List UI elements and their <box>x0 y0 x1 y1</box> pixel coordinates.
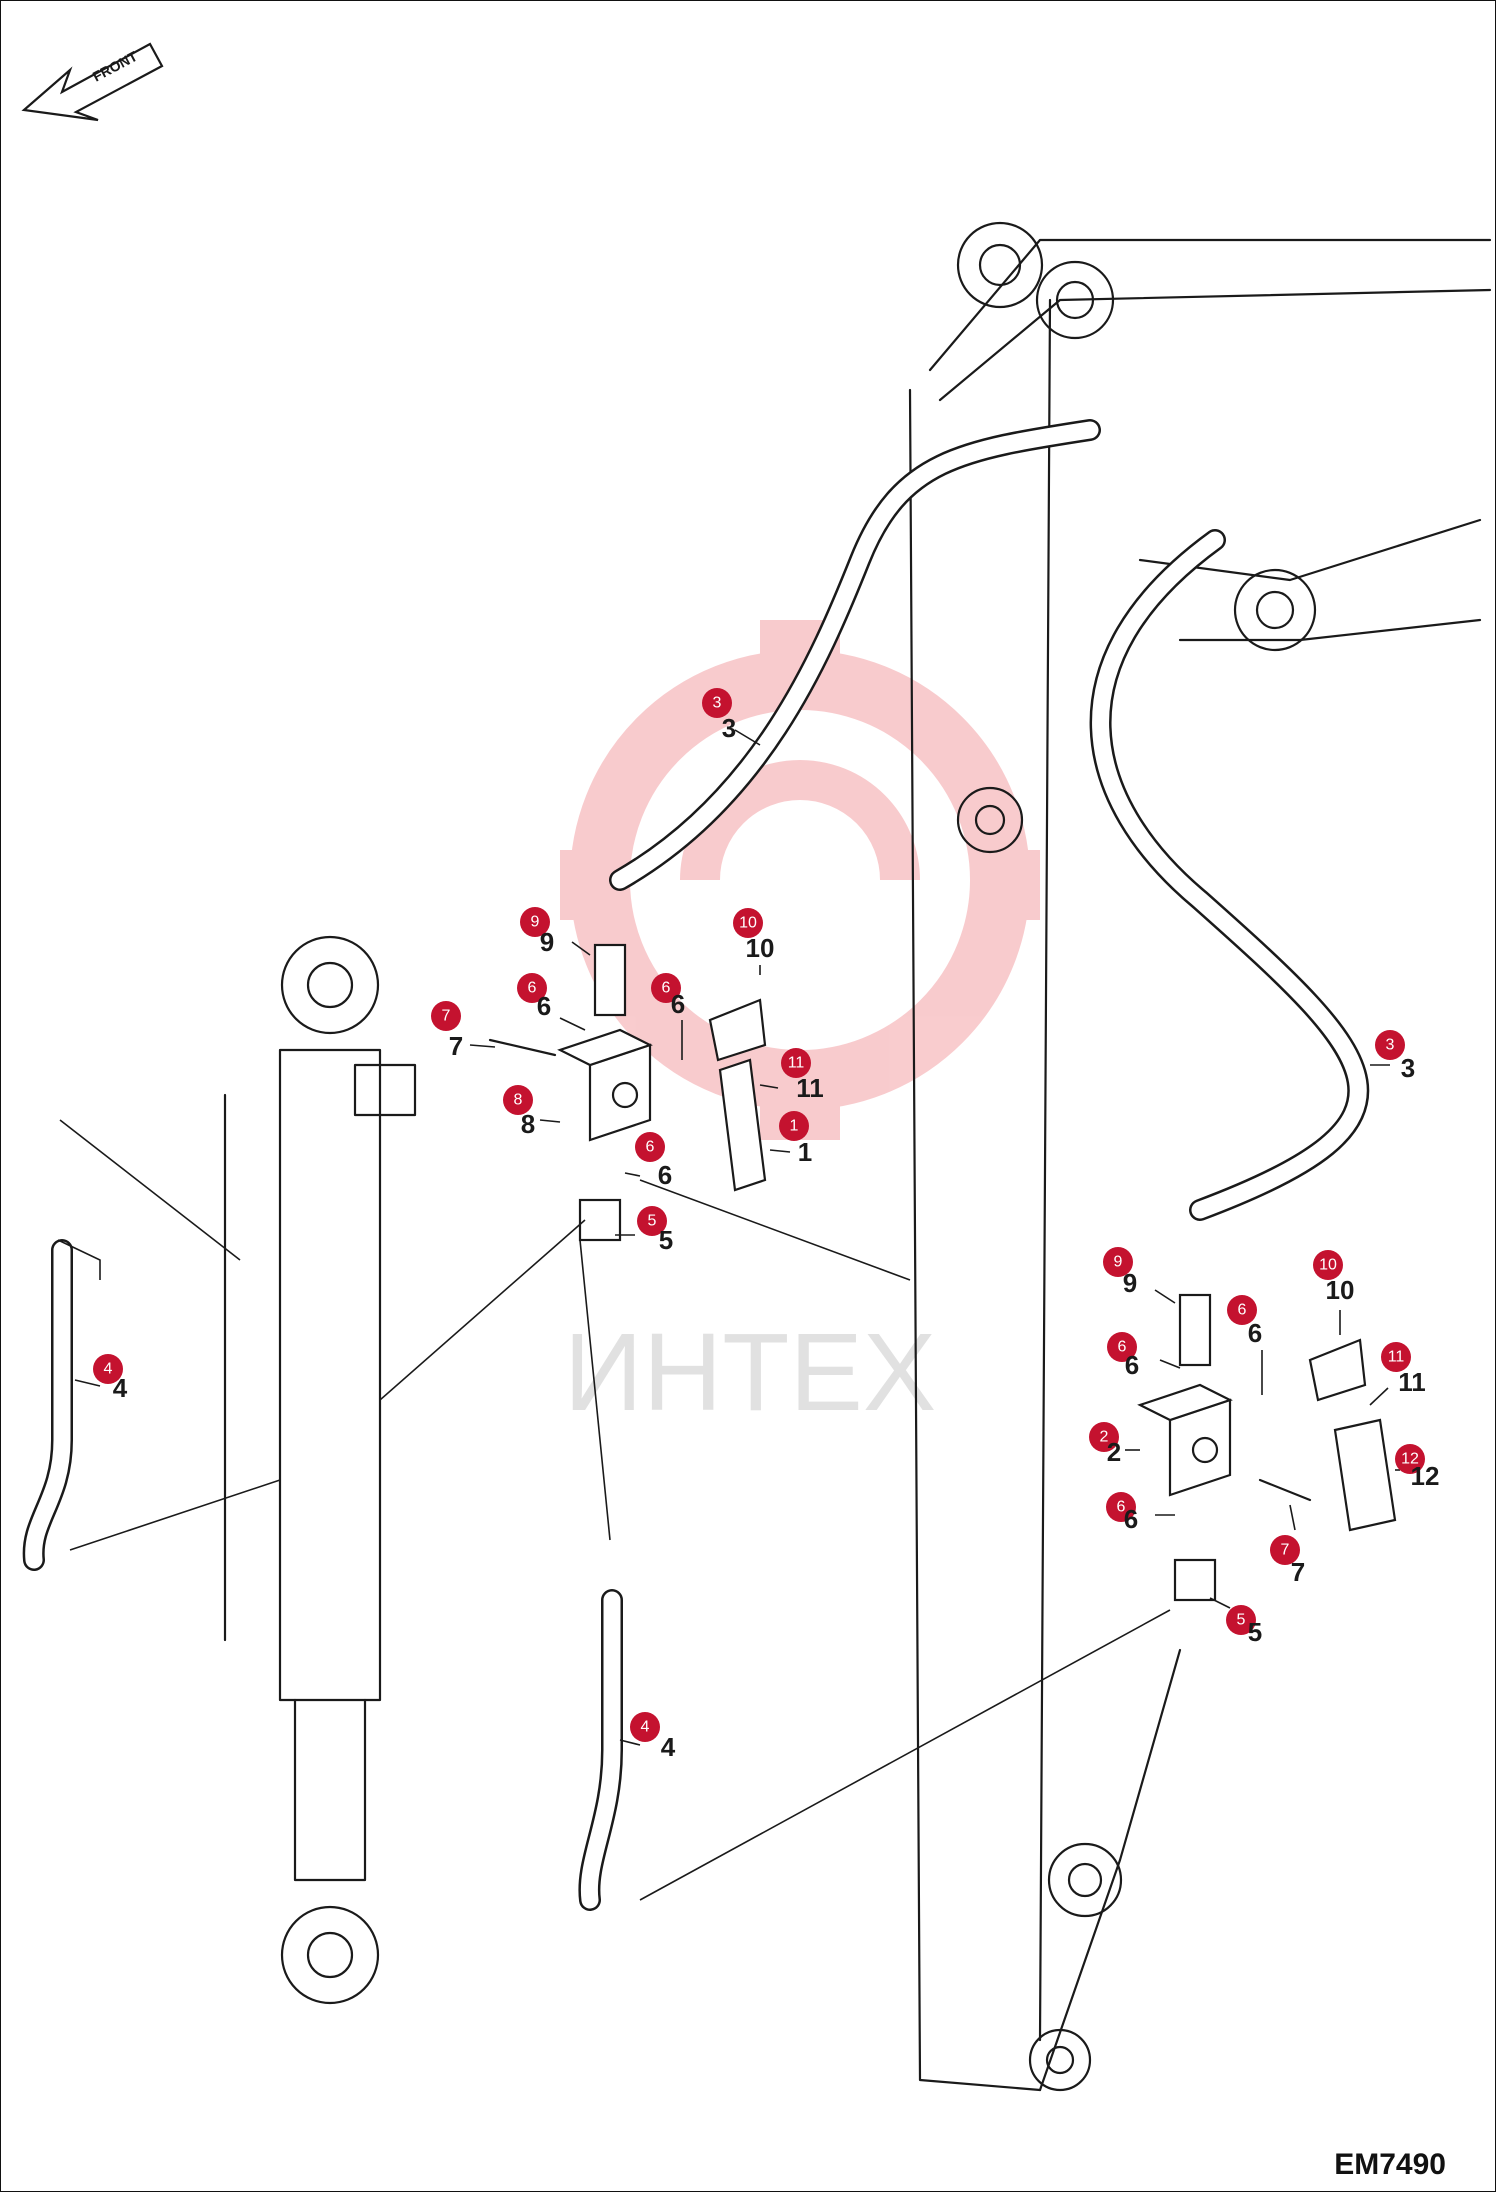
callout-number: 11 <box>788 1055 805 1072</box>
front-arrow-icon: FRONT <box>21 42 164 122</box>
callout-number: 7 <box>1281 1542 1290 1559</box>
diagram-code: EM7490 <box>1334 2148 1446 2181</box>
callout-number: 6 <box>646 1139 655 1156</box>
callout-label: 6 <box>1248 1318 1262 1348</box>
callout-label: 3 <box>722 713 736 743</box>
callout-label: 6 <box>671 989 685 1019</box>
callout: 99 <box>520 907 591 957</box>
callout-label: 1 <box>798 1137 812 1167</box>
callout-label: 11 <box>1398 1367 1426 1397</box>
callout-label: 11 <box>796 1073 824 1103</box>
boom <box>908 221 1492 2092</box>
callout-label: 9 <box>1123 1268 1137 1298</box>
leader-lines <box>57 1119 1171 1901</box>
callout: 11 <box>769 1111 812 1167</box>
callout-number: 10 <box>1319 1257 1337 1274</box>
callout-number: 4 <box>641 1719 650 1736</box>
callout-label: 6 <box>537 991 551 1021</box>
callout-label: 4 <box>661 1732 676 1762</box>
callout-number: 7 <box>442 1008 451 1025</box>
hydraulic-cylinder <box>223 935 417 2005</box>
callout: 44 <box>74 1354 128 1403</box>
callout: 33 <box>702 688 761 746</box>
callout-number: 6 <box>1238 1302 1247 1319</box>
callout-label: 6 <box>1125 1350 1139 1380</box>
callout-number: 6 <box>1118 1339 1127 1356</box>
callout-number: 2 <box>1100 1429 1109 1446</box>
callout-label: 6 <box>1124 1504 1138 1534</box>
callout-label: 7 <box>1291 1557 1305 1587</box>
callout: 66 <box>1227 1295 1263 1395</box>
callout: 77 <box>431 1001 496 1061</box>
callout: 77 <box>1270 1504 1305 1587</box>
callout: 55 <box>615 1206 673 1255</box>
hose-4-right <box>578 1589 623 1911</box>
callout-number: 1 <box>790 1118 799 1135</box>
callout: 66 <box>1106 1492 1175 1534</box>
callout-number: 5 <box>648 1213 657 1230</box>
callout-number: 10 <box>739 915 757 932</box>
callout-label: 10 <box>746 933 775 963</box>
hose-4-left <box>22 1239 73 1571</box>
callout-number: 12 <box>1401 1451 1419 1468</box>
callout: 33 <box>1370 1030 1415 1083</box>
callout: 66 <box>651 973 685 1060</box>
valve-block-right <box>1137 1293 1397 1602</box>
callout: 66 <box>624 1132 672 1190</box>
callout-number: 6 <box>528 980 537 997</box>
callout: 44 <box>619 1712 676 1762</box>
hose-left-3 <box>609 419 1101 891</box>
callout-number: 4 <box>104 1361 113 1378</box>
callout-label: 2 <box>1107 1437 1121 1467</box>
callout-number: 11 <box>1388 1349 1405 1366</box>
callout-label: 5 <box>1248 1617 1262 1647</box>
watermark-text: ИНТЕХ <box>564 1311 936 1434</box>
hose-right-3 <box>1089 529 1370 1221</box>
callout: 88 <box>503 1085 561 1139</box>
callout-number: 8 <box>514 1092 523 1109</box>
callout: 99 <box>1103 1247 1176 1304</box>
valve-block-left <box>488 943 767 1242</box>
callout-label: 4 <box>113 1373 128 1403</box>
callout-number: 6 <box>1117 1499 1126 1516</box>
callout-label: 3 <box>1401 1053 1415 1083</box>
callout-label: 10 <box>1326 1275 1355 1305</box>
callout-label: 6 <box>658 1160 672 1190</box>
callout-label: 9 <box>540 927 554 957</box>
callout-label: 5 <box>659 1225 673 1255</box>
callout-number: 6 <box>662 980 671 997</box>
callout: 66 <box>1107 1332 1181 1380</box>
callout-number: 9 <box>1114 1254 1123 1271</box>
callout: 22 <box>1089 1422 1140 1467</box>
callout: 66 <box>517 973 586 1031</box>
callout-label: 8 <box>521 1109 535 1139</box>
callout-label: 12 <box>1411 1461 1440 1491</box>
callout-number: 9 <box>531 914 540 931</box>
callout-number: 3 <box>713 695 722 712</box>
callout-label: 7 <box>449 1031 463 1061</box>
callout-number: 3 <box>1386 1037 1395 1054</box>
callout-number: 5 <box>1237 1612 1246 1629</box>
